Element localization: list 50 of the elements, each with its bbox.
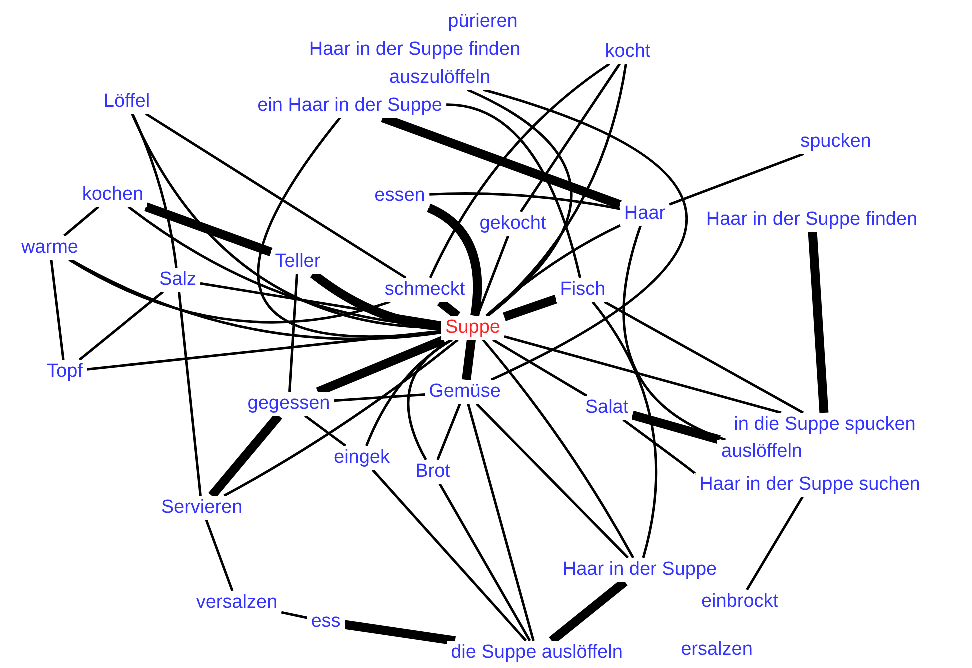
connector-line <box>78 291 164 361</box>
connector-line <box>669 152 805 206</box>
connector-line <box>429 62 611 279</box>
connector-line <box>365 338 454 446</box>
connector-line <box>86 330 442 371</box>
connector-line <box>178 292 202 496</box>
connector-line <box>438 483 532 642</box>
connector-line <box>483 88 688 382</box>
connector-line <box>808 232 829 414</box>
connector-line <box>436 404 462 460</box>
connector-line <box>63 206 100 237</box>
word-label: Fisch <box>556 278 610 302</box>
connector-line <box>50 260 65 360</box>
connector-line <box>746 496 804 591</box>
connector-line <box>304 415 347 447</box>
connector-line <box>281 611 308 620</box>
connector-line <box>70 258 442 340</box>
connector-line <box>145 112 407 280</box>
connector-line <box>288 274 298 392</box>
connector-line <box>476 403 630 559</box>
connector-line <box>622 226 726 442</box>
connector-line <box>486 224 621 317</box>
connector-line <box>467 88 572 317</box>
connector-line <box>344 620 456 646</box>
connector-line <box>622 419 697 476</box>
connector-line <box>631 410 721 444</box>
connector-line <box>334 393 426 402</box>
connector-line <box>604 300 804 414</box>
connector-line <box>200 282 442 324</box>
connector-line <box>467 404 535 642</box>
connector-line <box>492 338 588 398</box>
connector-line <box>132 113 178 268</box>
connector-line <box>503 294 558 322</box>
word-label: Haar <box>620 202 670 226</box>
connector-line <box>429 192 621 210</box>
connector-line <box>68 258 391 324</box>
connector-line <box>462 339 476 381</box>
connector-line <box>592 301 658 558</box>
connector-line <box>482 339 634 559</box>
connector-line <box>520 63 622 213</box>
connector-line <box>224 339 459 498</box>
connector-line <box>504 335 782 414</box>
word-label: Suppe <box>442 316 504 340</box>
connector-line <box>426 204 482 317</box>
connector-line <box>205 520 234 592</box>
connector-line <box>144 202 273 257</box>
word-label: Salat <box>581 396 633 420</box>
connector-line <box>486 64 628 317</box>
connector-line <box>372 469 528 642</box>
connector-line <box>446 104 582 278</box>
